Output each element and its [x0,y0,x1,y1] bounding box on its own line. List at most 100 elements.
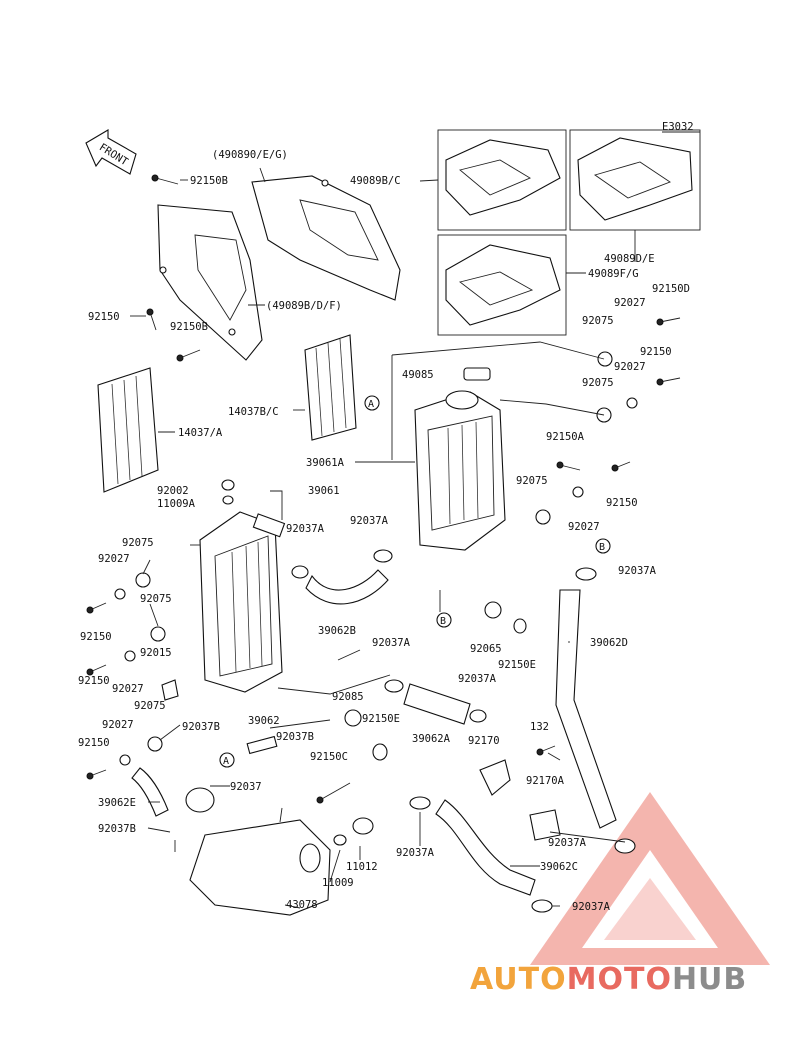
part-label: 92075 [582,315,614,327]
part-label: 92150 [80,631,112,643]
part-label: 92150E [498,659,536,671]
part-label: 49085 [402,369,434,381]
radiator-guard-right [304,334,357,441]
part-label: 92027 [112,683,144,695]
reservoir-tank [189,807,331,916]
part-label: 39062C [540,861,578,873]
watermark-logo: AUTOMOTOHUB [470,962,800,1002]
part-label: 92170A [526,775,565,787]
part-label: 11012 [346,861,378,873]
part-label: 49089D/E [604,253,655,265]
part-label: 92027 [614,297,646,309]
part-label: 92150A [546,431,585,443]
logo-auto: AUTO [470,962,567,997]
part-label: 92150C [310,751,348,763]
part-label: 92075 [122,537,154,549]
part-label: 92037B [98,823,136,835]
part-label: 92075 [582,377,614,389]
callout-b-2: B [436,612,452,628]
part-label: 92037A [572,901,611,913]
part-label: 92150 [640,346,672,358]
part-label: (49089B/D/F) [266,300,342,312]
part-label: 92150E [362,713,400,725]
part-label: 11009 [322,877,354,889]
part-label: 49089B/C [350,175,401,187]
leader-lines [130,167,636,909]
part-label: 39062 [248,715,280,727]
part-label: 92037B [182,721,220,733]
watermark-triangle-icon [530,792,770,965]
part-label: 92027 [568,521,600,533]
svg-text:B: B [599,542,605,553]
part-label: 92002 [157,485,189,497]
pipe-39062 [246,735,278,755]
part-label: 92037A [286,523,325,535]
callout-b-1: B [595,538,611,554]
part-label: 92037B [276,731,314,743]
decal-box-1 [437,129,567,231]
radiator-left [199,511,286,693]
part-label: 92027 [102,719,134,731]
svg-text:B: B [440,616,446,627]
part-label: 92037A [548,837,587,849]
hose-39062a [403,683,471,725]
part-label: 14037B/C [228,406,279,418]
part-labels: 92150B (490890/E/G) 49089B/C 49089D/E 49… [78,149,690,913]
radiator-right [414,390,506,551]
part-label: 92150D [652,283,690,295]
shroud-left [251,175,401,301]
part-label: 39061 [308,485,340,497]
part-label: 92085 [332,691,364,703]
svg-text:A: A [368,399,374,410]
hose-39062c [435,799,536,896]
hose-39062e [131,767,169,817]
clamps [114,351,638,913]
part-label: 92150 [78,675,110,687]
svg-text:A: A [223,756,229,767]
front-arrow-icon: FRONT [85,129,137,175]
part-label: 39061A [306,457,345,469]
diagram-code: E3032 [662,121,694,133]
side-cover-left [157,204,263,361]
part-label: 132 [530,721,549,733]
part-label: 92037A [458,673,497,685]
part-label: 92150B [170,321,208,333]
part-label: 92037A [350,515,389,527]
part-label: 92065 [470,643,502,655]
part-label: 92037 [230,781,262,793]
part-label: 92037A [396,847,435,859]
part-label: 92027 [98,553,130,565]
radiator-guard-left [97,367,159,493]
part-label: 92075 [516,475,548,487]
hose-39062b [305,569,389,605]
part-label: 92037A [618,565,657,577]
part-label: 39062A [412,733,451,745]
bolts [86,174,681,804]
part-label: 43078 [286,899,318,911]
part-label: 92150B [190,175,228,187]
part-label: 92075 [140,593,172,605]
part-label: 92170 [468,735,500,747]
part-label: 92150 [606,497,638,509]
part-label: 92150 [78,737,110,749]
decal-box-2 [569,129,701,231]
callout-a-1: A [364,395,380,411]
part-label: 92037A [372,637,411,649]
part-label: 92150 [88,311,120,323]
logo-hub: HUB [671,962,748,997]
part-label: 92075 [134,700,166,712]
hose-39062d [555,589,617,829]
part-label: 39062D [590,637,628,649]
part-label: 49089F/G [588,268,639,280]
part-label: 11009A [157,498,196,510]
part-label: 14037/A [178,427,223,439]
callout-a-2: A [219,752,235,768]
part-label: 92015 [140,647,172,659]
part-label: 39062B [318,625,356,637]
logo-moto: MOTO [566,962,672,997]
part-label: (490890/E/G) [212,149,288,161]
part-label: 92027 [614,361,646,373]
part-label: 39062E [98,797,136,809]
decal-box-3 [437,234,567,336]
